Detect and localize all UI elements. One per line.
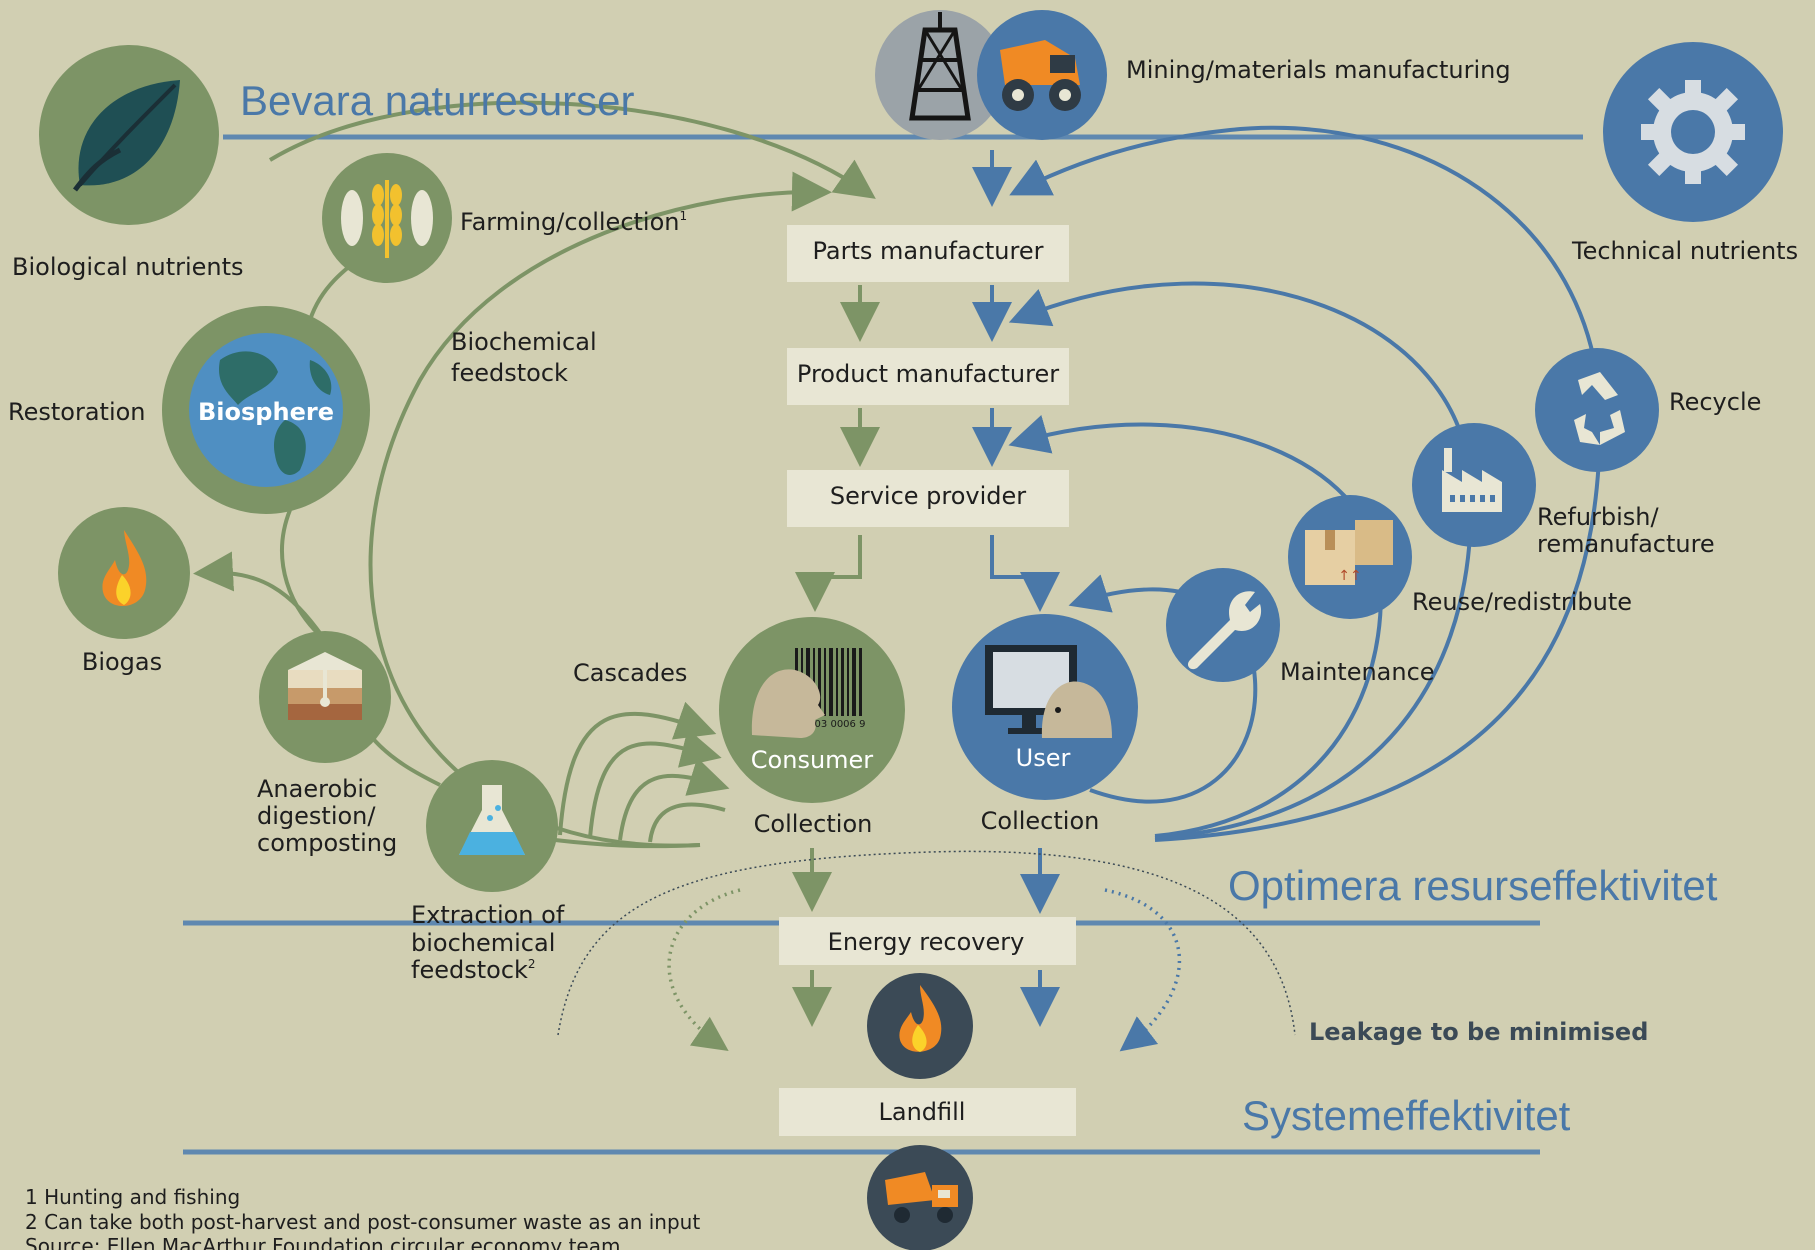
recycle-icon	[1535, 348, 1659, 472]
center-boxes	[779, 225, 1076, 1136]
anaerobic-label-2: digestion/	[257, 802, 376, 830]
biogas-flame-icon	[58, 507, 190, 639]
gear-icon	[1603, 42, 1783, 222]
product-manufacturer-label: Product manufacturer	[797, 360, 1059, 388]
extraction-label-2: biochemical	[411, 929, 555, 957]
landfill-label: Landfill	[879, 1098, 966, 1126]
service-provider-label: Service provider	[830, 482, 1026, 510]
heading-optimera: Optimera resurseffektivitet	[1228, 862, 1718, 909]
footnote-2: 2 Can take both post-harvest and post-co…	[25, 1210, 700, 1234]
biosphere-globe-icon	[162, 306, 370, 514]
anaerobic-label-3: composting	[257, 829, 397, 857]
heading-system: Systemeffektivitet	[1242, 1092, 1571, 1139]
parts-manufacturer-box	[787, 225, 1069, 282]
anaerobic-label-1: Anaerobic	[257, 775, 377, 803]
collection-left-label: Collection	[754, 810, 873, 838]
parts-manufacturer-label: Parts manufacturer	[813, 237, 1044, 265]
flask-icon	[426, 760, 558, 892]
biological-flows	[193, 100, 880, 1027]
refurbish-label-1: Refurbish/	[1537, 503, 1660, 531]
biogas-label: Biogas	[82, 648, 162, 676]
mining-label: Mining/materials manufacturing	[1126, 56, 1511, 84]
user-label: User	[1016, 744, 1071, 772]
service-provider-box	[787, 470, 1069, 527]
svg-text:↑↑: ↑↑	[1338, 568, 1361, 584]
farming-icon	[322, 153, 452, 283]
leakage-lines	[557, 850, 1296, 1052]
consumer-label: Consumer	[751, 746, 874, 774]
energy-recovery-box	[779, 917, 1076, 965]
energy-recovery-label: Energy recovery	[828, 928, 1025, 956]
reuse-label: Reuse/redistribute	[1412, 588, 1632, 616]
footnote-source: Source: Ellen MacArthur Foundation circu…	[25, 1234, 620, 1250]
mining-truck-icon	[977, 10, 1107, 140]
biochemical-feedstock-label-2: feedstock	[451, 359, 568, 387]
user-icon	[952, 614, 1138, 800]
biochemical-feedstock-label-1: Biochemical	[451, 328, 597, 356]
technical-nutrients-label: Technical nutrients	[1571, 237, 1798, 265]
cascades-label: Cascades	[573, 659, 687, 687]
collection-right-label: Collection	[981, 807, 1100, 835]
energy-recovery-flame-icon	[867, 973, 973, 1079]
product-manufacturer-box	[787, 348, 1069, 405]
heading-bevara: Bevara naturresurser	[240, 77, 635, 124]
recycle-label: Recycle	[1669, 388, 1761, 416]
landfill-box	[779, 1088, 1076, 1136]
consumer-icon	[719, 617, 905, 803]
anaerobic-digestion-icon	[259, 631, 391, 763]
maintenance-label: Maintenance	[1280, 658, 1435, 686]
dump-truck-icon	[867, 1145, 973, 1250]
factory-icon	[1412, 423, 1536, 547]
barcode-digits: 03 0006 9	[815, 719, 866, 730]
refurbish-label-2: remanufacture	[1537, 530, 1715, 558]
biosphere-label: Biosphere	[198, 398, 334, 426]
boxes-icon: ↑↑	[1288, 495, 1412, 619]
extraction-label-3: feedstock2	[411, 956, 536, 984]
restoration-label: Restoration	[8, 398, 146, 426]
footnote-1: 1 Hunting and fishing	[25, 1185, 240, 1209]
leakage-label: Leakage to be minimised	[1309, 1018, 1648, 1046]
extraction-label-1: Extraction of	[411, 901, 565, 929]
farming-label: Farming/collection1	[460, 208, 687, 236]
leaf-icon	[39, 45, 219, 225]
biological-nutrients-label: Biological nutrients	[12, 253, 244, 281]
oil-rig-icon	[875, 10, 1005, 140]
wrench-icon	[1166, 568, 1280, 682]
